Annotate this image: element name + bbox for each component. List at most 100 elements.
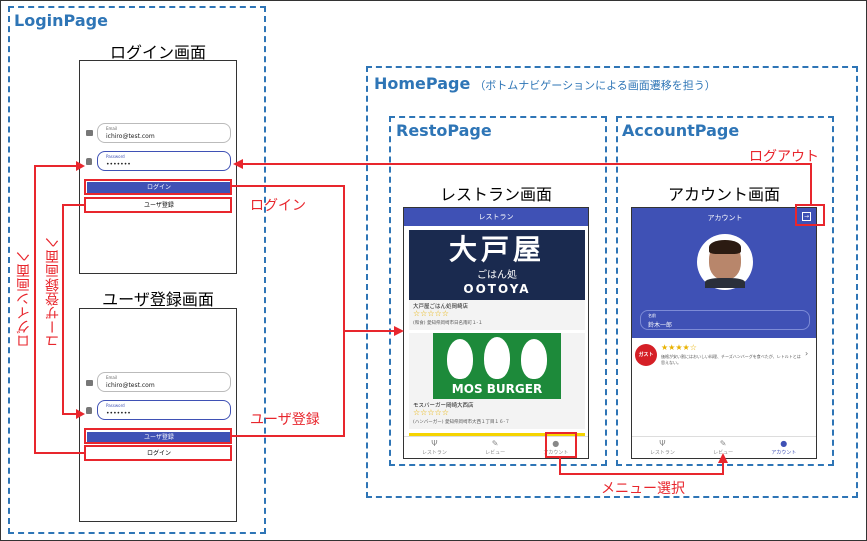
mos-logo-text: MOS BURGER [451, 382, 543, 396]
login-screen-caption: ログイン画面 [109, 43, 206, 62]
password-value: ••••••• [106, 410, 131, 417]
to-signup-arrow-line [62, 413, 76, 415]
person-icon: ● [552, 439, 560, 448]
lock-icon [86, 158, 92, 165]
email-value: ichiro@test.com [106, 133, 155, 140]
loginpage-group [8, 6, 266, 534]
fork-knife-icon: Ψ [431, 439, 438, 448]
signup-button-highlight [84, 428, 232, 444]
to-login-arrow-line [34, 165, 36, 454]
logout-arrow-head [233, 159, 243, 169]
menu-select-arrow-head [718, 453, 728, 463]
signup-arrow-label: ユーザ登録 [250, 412, 320, 428]
to-login-arrow-line [34, 452, 84, 454]
login-screen: Email ichiro@test.com Password ••••••• ロ… [79, 60, 237, 274]
to-signup-arrow-line [62, 204, 64, 415]
logout-arrow-label: ログアウト [749, 149, 819, 165]
nav-tab-label: レストラン [649, 450, 675, 456]
homepage-group [366, 66, 858, 498]
to-login-arrow-line [34, 165, 76, 167]
review-item[interactable]: ガスト ★★★★☆ 価格が安い割にはおいしい料理、チーズハンバーグを食べたが、レ… [632, 341, 816, 371]
person-icon: ● [780, 439, 788, 448]
review-icon: ✎ [491, 439, 499, 448]
to-signup-arrow-line [62, 204, 84, 206]
to-signup-button-highlight [84, 197, 232, 213]
avatar-hair [709, 240, 741, 254]
nav-tab-label: アカウント [771, 450, 797, 456]
login-arrow-line [232, 185, 345, 187]
to-signup-arrow-label: ユーザ登録画面へ [45, 236, 61, 348]
account-screen-caption: アカウント画面 [667, 185, 780, 204]
accountpage-group [616, 116, 834, 466]
review-icon: ✎ [719, 439, 727, 448]
scroll-indicator [409, 433, 585, 436]
to-login-arrow-label: ログイン画面へ [16, 250, 32, 348]
restaurant-card[interactable]: MOS BURGER モスバーガー岡崎大西店 ☆☆☆☆☆ (ハンバーガー) 愛知… [409, 333, 585, 429]
mos-burger-logo: MOS BURGER [433, 333, 561, 399]
gusto-logo: ガスト [635, 344, 657, 366]
nav-tab-review[interactable]: ✎レビュー [465, 439, 526, 456]
ootoya-logo-sub: ごはん処 [477, 270, 517, 281]
email-field[interactable]: Email ichiro@test.com [97, 123, 231, 143]
signup-button[interactable]: ユーザ登録 [87, 432, 231, 444]
review-stars: ★★★★☆ [661, 343, 697, 352]
account-appbar-title: アカウント [707, 214, 743, 222]
email-icon [86, 130, 93, 136]
login-arrow-line [343, 185, 345, 437]
email-label: Email [106, 375, 118, 380]
mos-logo-drop [484, 337, 510, 379]
mos-logo-drop [447, 339, 473, 379]
ootoya-logo-main: 大戸屋 [448, 233, 545, 266]
login-arrow-label: ログイン [250, 198, 306, 214]
restaurant-name: モスバーガー岡崎大西店 [413, 403, 474, 409]
account-header: アカウント → 名前 鈴木一郎 [632, 208, 816, 338]
restaurant-card[interactable]: 大戸屋 ごはん処 OOTOYA 大戸屋ごはん処岡崎店 ☆☆☆☆☆ (和食) 愛知… [409, 230, 585, 330]
login-button[interactable]: ログイン [87, 182, 231, 194]
password-field[interactable]: Password ••••••• [97, 151, 231, 171]
login-button-highlight [84, 179, 232, 195]
account-tab-highlight [545, 432, 577, 458]
rating-stars: ☆☆☆☆☆ [413, 408, 449, 417]
to-login-arrow-head [76, 161, 85, 171]
nav-tab-account[interactable]: ● アカウント [753, 439, 814, 456]
menu-select-arrow-line [559, 473, 724, 475]
resto-screen: レストラン 大戸屋 ごはん処 OOTOYA 大戸屋ごはん処岡崎店 ☆☆☆☆☆ (… [403, 207, 589, 459]
password-value: ••••••• [106, 161, 131, 168]
review-text: 価格が安い割にはおいしい料理、チーズハンバーグを食べたが、レトルトとは思えない。 [661, 354, 801, 365]
restaurant-address: (ハンバーガー) 愛知県岡崎市大西１丁目１６-７ [413, 420, 510, 425]
menu-select-arrow-line [722, 462, 724, 475]
menu-select-arrow-line [559, 458, 561, 475]
email-label: Email [106, 126, 118, 131]
lock-icon [86, 407, 92, 414]
ootoya-logo-roman: OOTOYA [463, 282, 531, 296]
name-field[interactable]: 名前 鈴木一郎 [640, 310, 810, 330]
logout-arrow-line [810, 163, 812, 205]
rating-stars: ☆☆☆☆☆ [413, 309, 449, 318]
ootoya-logo: 大戸屋 ごはん処 OOTOYA [409, 230, 585, 300]
password-field[interactable]: Password ••••••• [97, 400, 231, 420]
mos-logo-drop [521, 339, 547, 379]
avatar [697, 234, 753, 290]
restaurant-address: (和食) 愛知県岡崎市日名南町１-１ [413, 321, 483, 326]
chevron-right-icon: › [805, 349, 809, 358]
restaurant-name: 大戸屋ごはん処岡崎店 [413, 304, 469, 310]
avatar-shirt [705, 278, 745, 288]
email-field[interactable]: Email ichiro@test.com [97, 372, 231, 392]
name-value: 鈴木一郎 [648, 322, 673, 329]
to-login-button[interactable]: ログイン [87, 448, 231, 460]
gusto-logo-text: ガスト [638, 352, 654, 358]
accountpage-title: AccountPage [622, 121, 740, 140]
signup-screen-caption: ユーザ登録画面 [102, 290, 214, 309]
restopage-title: RestoPage [396, 121, 492, 140]
account-screen: アカウント → 名前 鈴木一郎 ガスト ★★★★☆ 価格が安い割にはおいしい料理… [631, 207, 817, 459]
name-label: 名前 [648, 313, 656, 318]
logout-icon[interactable]: → [802, 212, 811, 221]
nav-tab-account[interactable]: ●アカウント [525, 439, 586, 456]
signup-arrow-line [232, 435, 345, 437]
to-signup-button[interactable]: ユーザ登録 [87, 200, 231, 212]
restopage-group [389, 116, 607, 466]
